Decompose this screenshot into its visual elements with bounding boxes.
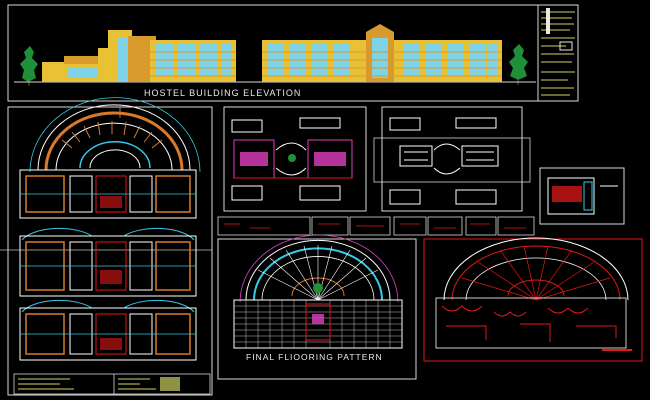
elevation-right-block — [262, 24, 502, 82]
toilet-plan-sheet-2 — [373, 106, 531, 212]
plan-floor-1 — [19, 169, 197, 219]
tree-left — [20, 46, 38, 86]
plan-arc-top — [29, 97, 201, 173]
left-sheet-title-strip — [13, 373, 211, 395]
flooring-tile-grid — [233, 299, 403, 349]
left-plan-sheet — [0, 97, 213, 396]
toilet-plan-sheet — [223, 106, 367, 212]
plan-arc-top-seating — [61, 121, 163, 149]
plan-floor-3 — [19, 299, 197, 361]
detail-thumbnail-strip — [217, 216, 535, 236]
flooring-title: FINAL FLIOORING PATTERN — [246, 352, 383, 362]
elevation-title: HOSTEL BUILDING ELEVATION — [144, 88, 302, 98]
elevation-panel — [7, 4, 579, 102]
electrical-layout-sheet — [423, 237, 643, 362]
elevation-left-block — [42, 30, 236, 82]
flooring-pattern-sheet — [217, 234, 417, 380]
tree-right — [509, 44, 528, 85]
detail-plan-small — [539, 167, 625, 225]
elevation-title-block — [541, 8, 575, 96]
plan-floor-2 — [19, 227, 197, 297]
